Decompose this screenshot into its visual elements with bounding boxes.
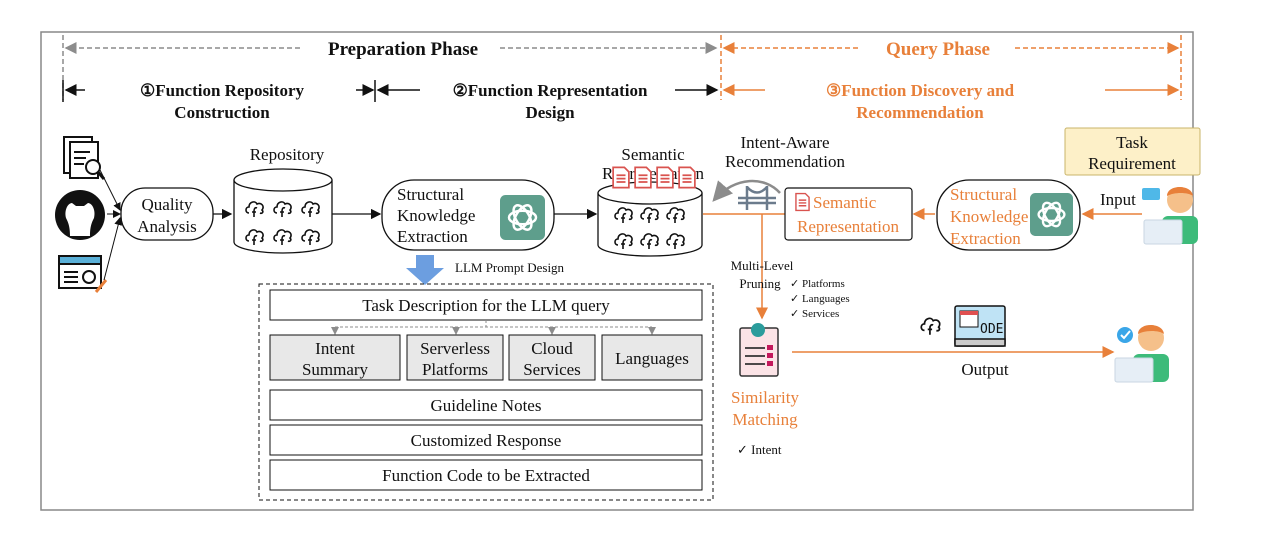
svg-text:Quality: Quality [142, 195, 193, 214]
source-arrows [99, 169, 123, 281]
svg-text:ODE: ODE [980, 322, 1003, 337]
prompt-field-cloud-services: Cloud Services [508, 334, 596, 381]
task-requirement-box: Task Requirement [1064, 127, 1201, 176]
intent-aware-label-1: Intent-Aware [740, 133, 829, 152]
svg-text:Analysis: Analysis [137, 217, 197, 236]
svg-text:Extraction: Extraction [397, 227, 468, 246]
intent-check: ✓ Intent [737, 442, 782, 457]
svg-text:Serverless: Serverless [420, 339, 490, 358]
prompt-field-languages: Languages [601, 334, 703, 381]
prompt-field-intent-summary: Intent Summary [269, 334, 401, 381]
check-badge-icon [1117, 327, 1133, 343]
svg-text:Intent: Intent [315, 339, 355, 358]
stage-3-header: ③Function Discovery and Recommendation [722, 81, 1180, 122]
document-icon [795, 192, 810, 212]
svg-text:Knowledge: Knowledge [950, 207, 1028, 226]
guideline-notes: Guideline Notes [431, 396, 542, 415]
query-structural-knowledge-extraction-node: Structural Knowledge Extraction [936, 179, 1081, 251]
code-icon: ODE [954, 305, 1006, 347]
svg-text:Requirement: Requirement [1088, 154, 1176, 173]
query-phase-header: Query Phase [720, 35, 1182, 100]
pruning-check-platforms: ✓ Platforms [790, 278, 845, 290]
preparation-phase-header: Preparation Phase [62, 35, 718, 100]
customized-response: Customized Response [411, 431, 562, 450]
semantic-representation-database [597, 166, 703, 257]
query-phase-title: Query Phase [886, 39, 990, 60]
svg-text:Task: Task [1116, 133, 1148, 152]
output-label: Output [961, 360, 1009, 379]
svg-text:Services: Services [523, 360, 581, 379]
llm-prompt-design-label: LLM Prompt Design [455, 260, 565, 275]
query-semantic-representation-node: Semantic Representation [784, 187, 913, 241]
svg-text:Languages: Languages [615, 349, 689, 368]
svg-text:Summary: Summary [302, 360, 369, 379]
function-code-to-extract: Function Code to be Extracted [382, 466, 590, 485]
stage-2-header: ②Function Representation Design [376, 81, 719, 122]
svg-text:Representation: Representation [797, 217, 899, 236]
svg-text:Extraction: Extraction [950, 229, 1021, 248]
pruning-check-languages: ✓ Languages [790, 293, 850, 305]
stage-1-header: ①Function Repository Construction [62, 80, 376, 122]
preparation-phase-title: Preparation Phase [328, 39, 478, 60]
pruning-label: Pruning [739, 276, 781, 291]
svg-text:Structural: Structural [950, 185, 1017, 204]
stage-1-title-line2: Construction [174, 103, 270, 122]
chatgpt-icon [1030, 193, 1073, 236]
diagram-frame [40, 31, 1194, 511]
stage-3-title-line2: Recommendation [856, 103, 984, 122]
similarity-matching-icon [739, 323, 779, 377]
stage-2-title-line1: ②Function Representation [453, 81, 648, 100]
quality-analysis-node: Quality Analysis [120, 187, 214, 241]
svg-text:Structural: Structural [397, 185, 464, 204]
web-page-icon [58, 255, 108, 293]
input-label: Input [1100, 190, 1136, 209]
repository-label: Repository [250, 145, 325, 164]
document-search-icon [63, 136, 106, 180]
svg-text:Knowledge: Knowledge [397, 206, 475, 225]
cloud-function-icon [920, 317, 941, 336]
chat-bubble-icon [1142, 188, 1160, 200]
similarity-label-1: Similarity [731, 388, 800, 407]
repository-database [233, 168, 333, 254]
down-arrow-icon [406, 255, 444, 285]
bridge-icon [712, 179, 781, 210]
prompt-field-serverless-platforms: Serverless Platforms [406, 334, 504, 381]
svg-text:Semantic: Semantic [813, 193, 877, 212]
prompt-template: Task Description for the LLM query Inten… [258, 283, 714, 501]
structural-knowledge-extraction-node: Structural Knowledge Extraction [381, 179, 555, 251]
stage-2-title-line2: Design [525, 103, 575, 122]
semantic-representation-label-1: Semantic [621, 145, 685, 164]
svg-text:Platforms: Platforms [422, 360, 488, 379]
intent-aware-label-2: Recommendation [725, 152, 845, 171]
pruning-check-services: ✓ Services [790, 308, 839, 320]
svg-text:Cloud: Cloud [531, 339, 573, 358]
task-description: Task Description for the LLM query [362, 296, 610, 315]
chatgpt-icon [500, 195, 545, 240]
multi-level-label: Multi-Level [731, 258, 794, 273]
similarity-label-2: Matching [732, 410, 798, 429]
github-icon [55, 190, 105, 240]
stage-1-title-line1: ①Function Repository [140, 81, 304, 100]
stage-3-title-line1: ③Function Discovery and [826, 81, 1015, 100]
